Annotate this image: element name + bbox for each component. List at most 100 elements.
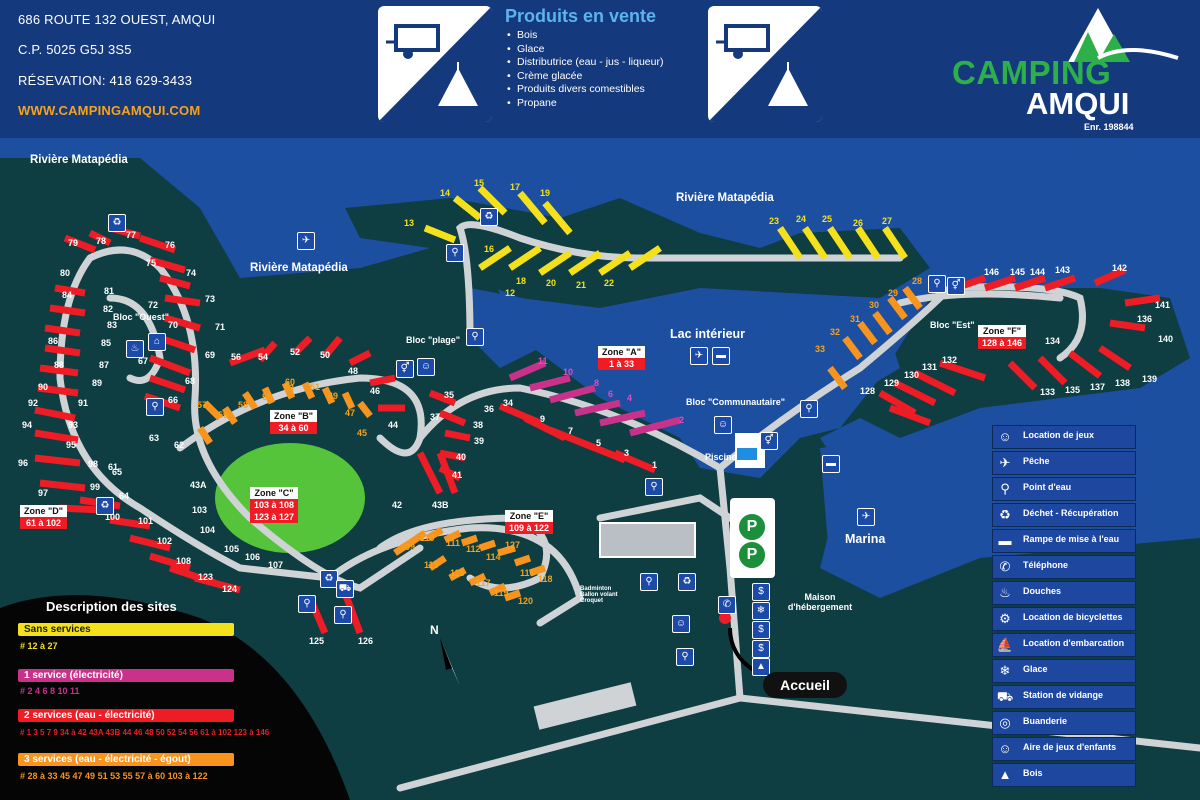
legend-row: ❄ Glace: [992, 659, 1136, 683]
fishing-icon: ✈: [690, 347, 708, 365]
site-number: 76: [165, 240, 176, 250]
zone-a-tag: Zone "A" 1 à 33: [598, 346, 646, 370]
site-number: 17: [510, 182, 521, 192]
website-link[interactable]: WWW.CAMPINGAMQUI.COM: [18, 103, 201, 118]
waste-recycling-icon: ♻: [108, 214, 126, 232]
site-number: 132: [942, 355, 958, 365]
legend-row: ♻Déchet - Récupération: [992, 503, 1136, 527]
site-number: 50: [320, 350, 331, 360]
site-number: 42: [392, 500, 403, 510]
mountain-logo-icon: [1068, 8, 1179, 62]
site-number: 133: [1040, 387, 1056, 397]
legend-label: Location de jeux: [1023, 430, 1095, 440]
legend-label: Douches: [1023, 586, 1062, 596]
legend-row: ⛟ Station de vidange: [992, 685, 1136, 709]
site-number: 116: [520, 568, 535, 578]
site-number: 126: [358, 636, 374, 646]
product-item: Glace: [507, 43, 705, 57]
site-number: 38: [473, 420, 484, 430]
product-item: Propane: [507, 97, 705, 111]
legend-label: Rampe de mise à l'eau: [1023, 534, 1120, 544]
site-number: 46: [370, 386, 381, 396]
site-number: 115: [450, 568, 465, 578]
site-number: 36: [484, 404, 495, 414]
laundry-icon: $: [752, 583, 770, 601]
restroom-icon: ⚥: [760, 432, 778, 450]
site-number: 103: [192, 505, 208, 515]
site-number: 33: [815, 344, 826, 354]
products-list: Bois Glace Distributrice (eau - jus - li…: [505, 29, 705, 110]
category-values: # 28 à 33 45 47 49 51 53 55 57 à 60 103 …: [20, 771, 208, 781]
dump-station-icon: ⛟: [996, 689, 1014, 704]
site-number: 65: [112, 467, 123, 477]
ice-icon: ❄: [999, 663, 1011, 678]
legend-row: ☺Location de jeux: [992, 425, 1136, 449]
site-number: 22: [604, 278, 615, 288]
site-number: 120: [518, 596, 534, 606]
camping-sign-icon-2: [708, 6, 822, 122]
site-number: 55: [262, 392, 273, 402]
site-number: 117: [476, 578, 491, 588]
site-number: 62: [174, 440, 185, 450]
category-values: # 1 3 5 7 9 34 à 42 43A 43B 44 46 48 50 …: [20, 728, 270, 737]
legend-label: Aire de jeux d'enfants: [1023, 742, 1117, 752]
site-number: 124: [222, 584, 238, 594]
site-number: 87: [99, 360, 110, 370]
site-number: 82: [103, 304, 114, 314]
legend-label: Station de vidange: [1023, 690, 1104, 700]
site-number: 107: [268, 560, 284, 570]
site-number: 119: [494, 588, 509, 598]
site-number: 77: [126, 230, 137, 240]
shower-icon: ♨: [126, 340, 144, 358]
site-number: 108: [176, 556, 192, 566]
product-item: Crème glacée: [507, 70, 705, 84]
zone-range: 1 à 33: [598, 358, 646, 370]
zone-range: 128 à 146: [978, 337, 1027, 349]
boat-rental-icon: ⛵: [996, 637, 1014, 652]
site-number: 11: [538, 356, 548, 366]
category-label: 1 service (électricité): [18, 669, 234, 682]
category-label: 2 services (eau - électricité): [18, 709, 234, 722]
site-number: 59: [218, 410, 229, 420]
legend-row: ✆Téléphone: [992, 555, 1136, 579]
laundry-icon: ◎: [999, 715, 1011, 730]
site-number: 78: [96, 236, 107, 246]
product-item: Bois: [507, 29, 705, 43]
bicycle-rental-icon: $: [752, 621, 770, 639]
legend-row: ⚙Location de bicyclettes: [992, 607, 1136, 631]
playground-rental-icon: ☺: [714, 416, 732, 434]
site-number: 29: [888, 288, 899, 298]
water-point-icon: ⚲: [1000, 481, 1010, 496]
site-number: 53: [284, 383, 295, 393]
products-panel: Produits en vente Bois Glace Distributri…: [505, 6, 705, 110]
site-number: 101: [138, 516, 154, 526]
legend-label: Glace: [1023, 664, 1048, 674]
water-point-icon: ⚲: [640, 573, 658, 591]
site-number: 100: [105, 512, 121, 522]
site-number: 112: [466, 544, 481, 554]
site-number: 39: [474, 436, 485, 446]
water-point-icon: ⚲: [676, 648, 694, 666]
site-number: 1: [652, 460, 658, 470]
community-building: [599, 522, 696, 558]
site-number: 69: [205, 350, 216, 360]
parking-icon: P: [737, 540, 767, 570]
north-arrow-icon: N: [430, 623, 460, 686]
site-number: 4: [627, 393, 633, 403]
site-number: 129: [884, 378, 900, 388]
site-number: 102: [157, 536, 173, 546]
waste-recycling-icon: ♻: [678, 573, 696, 591]
category-label: Sans services: [18, 623, 234, 636]
waste-recycling-icon: ♻: [320, 570, 338, 588]
site-number: 125: [309, 636, 325, 646]
site-number: 110: [420, 533, 435, 543]
site-number: 146: [984, 267, 1000, 277]
accueil-badge: Accueil: [763, 672, 847, 698]
telephone-icon: ✆: [718, 596, 736, 614]
site-number: 25: [822, 214, 833, 224]
site-number: 73: [205, 294, 216, 304]
site-number: 92: [28, 398, 39, 408]
river-label-top: Rivière Matapédia: [676, 192, 774, 204]
water-point-icon: ⚲: [334, 606, 352, 624]
site-number: 114: [486, 552, 501, 562]
